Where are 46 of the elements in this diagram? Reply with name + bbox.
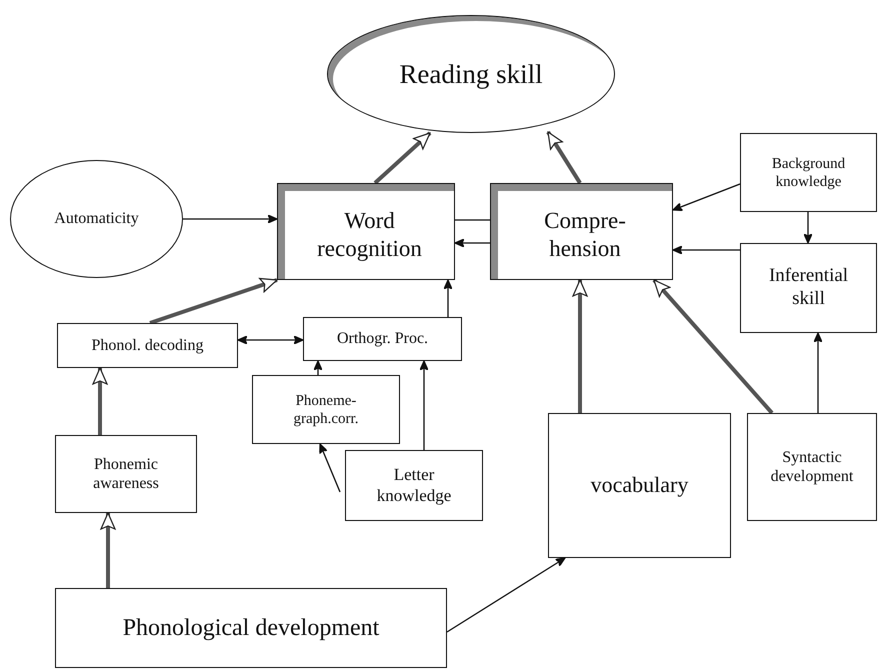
arrow [92, 367, 108, 435]
process-box [277, 183, 455, 280]
arrow [813, 332, 823, 413]
node-label: Phonol. decoding [92, 336, 204, 356]
arrow [546, 130, 582, 184]
arrow [446, 557, 566, 633]
arrow [313, 360, 323, 375]
connector-line [455, 219, 490, 221]
arrow [672, 245, 740, 255]
node-label: Phonological development [122, 614, 380, 642]
node-label: Phonemic awareness [92, 454, 160, 494]
arrow [319, 443, 341, 492]
arrow [454, 238, 490, 248]
process-box [548, 413, 731, 558]
node-label: Compre- hension [543, 207, 627, 263]
process-box [303, 317, 462, 361]
node-label: Orthogr. Proc. [336, 329, 428, 349]
node-label: Letter knowledge [376, 465, 452, 506]
process-box [55, 588, 447, 668]
process-box [740, 133, 877, 212]
process-box [740, 243, 877, 333]
arrow [100, 512, 116, 588]
arrow [149, 278, 278, 325]
arrow [572, 279, 588, 413]
arrow [652, 278, 774, 414]
arrow [183, 214, 278, 224]
process-box [345, 450, 483, 521]
process-box [57, 323, 238, 368]
node-label: vocabulary [590, 472, 688, 499]
process-box [490, 183, 673, 280]
process-box [747, 413, 877, 521]
process-box [55, 435, 197, 513]
node-label: Background knowledge [770, 154, 846, 190]
node-label: Automaticity [54, 209, 139, 229]
arrow [672, 183, 740, 212]
node-label: Word recognition [316, 207, 423, 263]
arrow [443, 279, 453, 317]
arrow [374, 132, 432, 184]
process-box [252, 375, 400, 444]
arrow [237, 335, 304, 345]
arrow [803, 212, 813, 244]
node-label: Reading skill [399, 58, 543, 90]
arrow [419, 360, 429, 450]
node-label: Inferential skill [768, 265, 850, 311]
node-label: Syntactic development [770, 448, 854, 486]
node-label: Phoneme- graph.corr. [292, 392, 360, 428]
